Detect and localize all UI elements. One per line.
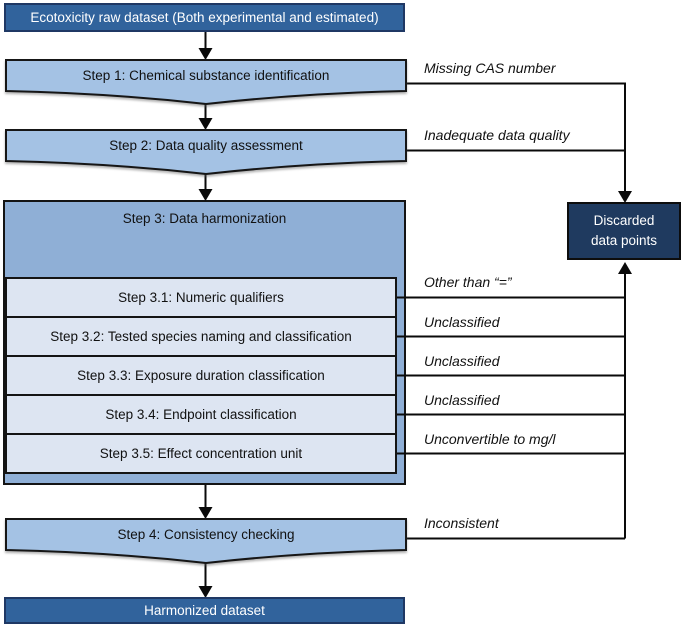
substep-3-4-box: Step 3.4: Endpoint classification [5,394,397,435]
step2-box: Step 2: Data quality assessment [5,129,407,175]
arrowhead-up-icon [618,262,632,274]
step1-box: Step 1: Chemical substance identificatio… [5,59,407,105]
substep-3-3-box: Step 3.3: Exposure duration classificati… [5,355,397,396]
step1-label: Step 1: Chemical substance identificatio… [82,68,330,83]
result-dataset-label: Harmonized dataset [144,603,265,618]
step2-label: Step 2: Data quality assessment [109,138,303,153]
annotation-inadequate-quality: Inadequate data quality [424,127,570,143]
discarded-data-points-label: Discarded data points [590,213,658,248]
annotation-unclassified-1: Unclassified [424,314,500,330]
step4-box: Step 4: Consistency checking [5,518,407,564]
substep-3-3-label: Step 3.3: Exposure duration classificati… [77,368,325,383]
substep-3-5-box: Step 3.5: Effect concentration unit [5,433,397,474]
substep-3-2-box: Step 3.2: Tested species naming and clas… [5,316,397,357]
annotation-unconvertible: Unconvertible to mg/l [424,431,556,447]
result-dataset-box: Harmonized dataset [4,597,405,624]
step4-label: Step 4: Consistency checking [117,527,295,542]
annotation-missing-cas: Missing CAS number [424,60,556,76]
annotation-unclassified-2: Unclassified [424,353,500,369]
step3-label: Step 3: Data harmonization [122,211,287,226]
substep-3-4-label: Step 3.4: Endpoint classification [105,407,297,422]
substep-3-1-box: Step 3.1: Numeric qualifiers [5,277,397,318]
annotation-other-than-equals: Other than “=” [424,274,512,290]
substep-3-2-label: Step 3.2: Tested species naming and clas… [50,329,352,344]
substep-3-5-label: Step 3.5: Effect concentration unit [99,446,303,461]
discarded-data-points-box: Discarded data points [567,202,681,260]
source-dataset-box: Ecotoxicity raw dataset (Both experiment… [4,3,405,32]
substep-3-1-label: Step 3.1: Numeric qualifiers [118,290,284,305]
source-dataset-label: Ecotoxicity raw dataset (Both experiment… [30,10,379,25]
annotation-inconsistent: Inconsistent [424,515,499,531]
annotation-unclassified-3: Unclassified [424,392,500,408]
